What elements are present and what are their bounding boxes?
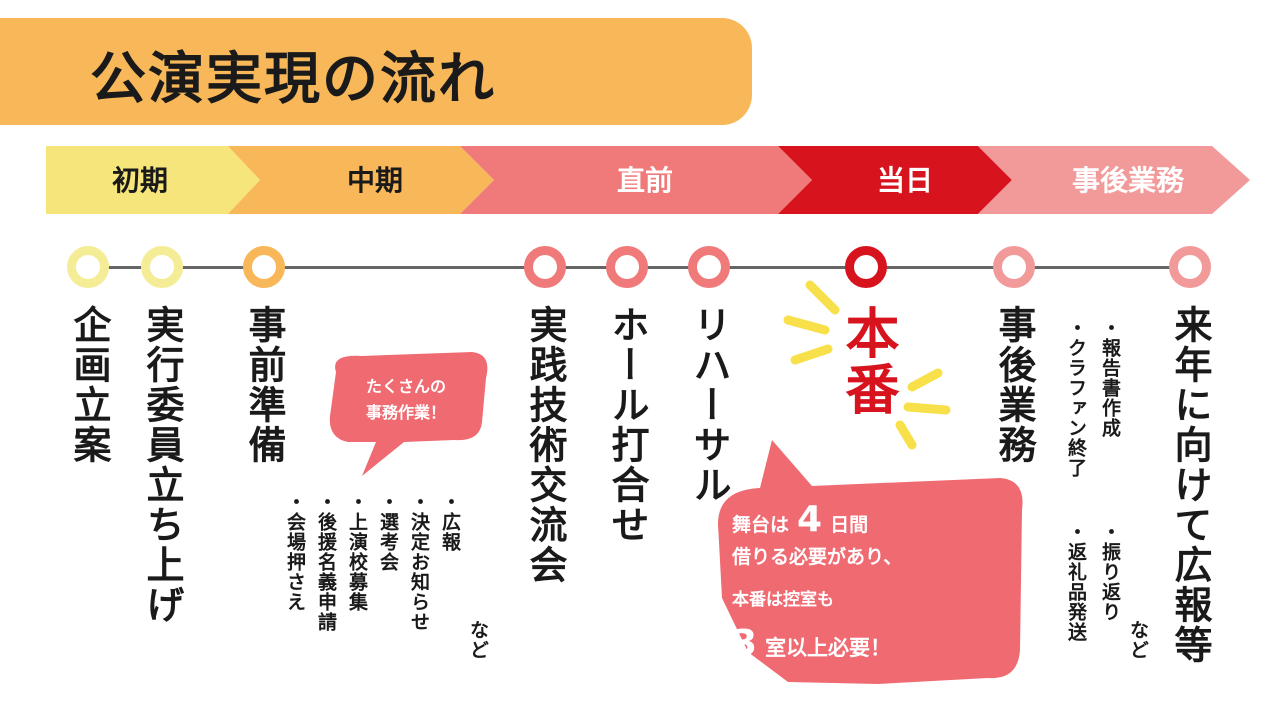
- post-task-more: など: [1127, 620, 1149, 660]
- phase-label-middle: 中期: [346, 164, 404, 197]
- timeline-node: [524, 246, 566, 288]
- step-label: 来年に向けて広報等: [1168, 305, 1212, 665]
- prep-task: ・上演校募集: [346, 492, 368, 612]
- prep-speech-bubble: [329, 352, 488, 476]
- timeline-node: [1169, 246, 1211, 288]
- phase-label-after: 事後業務: [1071, 164, 1185, 197]
- prep-task-more: など: [467, 620, 489, 660]
- step-label: 実行委員立ち上げ: [140, 305, 184, 625]
- showday-bubble-number: 4: [797, 499, 823, 540]
- phase-arrow-day-of: [778, 146, 1012, 214]
- timeline-node: [845, 246, 887, 288]
- post-task: ・振り返り: [1099, 522, 1121, 622]
- step-label: 事前準備: [242, 305, 286, 465]
- prep-bubble-line: 事務作業！: [365, 403, 446, 422]
- step-label-showday: 本番: [836, 305, 899, 417]
- timeline-node: [141, 246, 183, 288]
- showday-bubble-text: 借りる必要があり、: [732, 546, 903, 568]
- timeline-node: [243, 246, 285, 288]
- prep-task: ・後援名義申請: [315, 492, 337, 632]
- step-label: 事後業務: [992, 305, 1036, 465]
- prep-task: ・会場押さえ: [284, 492, 306, 612]
- prep-task: ・広報: [439, 492, 461, 552]
- phase-label-day-of: 当日: [876, 164, 934, 197]
- page-title: 公演実現の流れ: [90, 47, 496, 112]
- phase-label-early: 初期: [111, 164, 169, 197]
- timeline-node: [67, 246, 109, 288]
- showday-bubble-text: 室以上必要！: [765, 636, 892, 660]
- step-label: 実践技術交流会: [523, 305, 567, 585]
- phase-arrow-early: [46, 146, 260, 214]
- phase-arrow-middle: [228, 146, 494, 214]
- timeline-node: [993, 246, 1035, 288]
- prep-task: ・決定お知らせ: [408, 492, 430, 632]
- showday-bubble-text: 本番は控室も: [732, 590, 834, 610]
- phase-label-just-before: 直前: [616, 164, 674, 197]
- timeline-node: [688, 246, 730, 288]
- prep-bubble-line: たくさんの: [365, 377, 446, 396]
- step-label: ホール打合せ: [605, 305, 649, 545]
- emphasis-burst-icon: [783, 280, 951, 450]
- showday-bubble-text: 日間: [830, 514, 869, 536]
- showday-bubble-text: 舞台は: [732, 514, 790, 536]
- step-label: リハーサル: [687, 305, 731, 505]
- showday-bubble-number: 3: [732, 623, 758, 664]
- phase-arrow-just-before: [460, 146, 812, 214]
- step-label: 企画立案: [67, 305, 111, 465]
- prep-task: ・選考会: [377, 492, 399, 572]
- phase-arrow-after: [978, 146, 1250, 214]
- post-task: ・報告書作成: [1099, 318, 1121, 438]
- post-task: ・返礼品発送: [1065, 522, 1087, 642]
- title-banner: [0, 18, 752, 125]
- phase-arrow-bar: [46, 146, 1250, 214]
- showday-speech-bubble: [718, 440, 1023, 684]
- timeline-node: [606, 246, 648, 288]
- post-task: ・クラファン終了: [1065, 318, 1087, 478]
